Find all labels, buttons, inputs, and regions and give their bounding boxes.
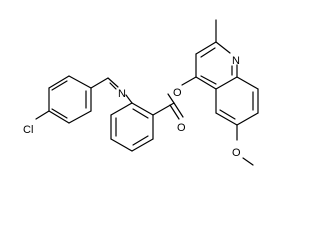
cl-bond [35, 110, 50, 120]
benzo-ring [215, 76, 259, 126]
carbonyl-oxygen-label: O [177, 122, 186, 134]
imine-linker [90, 77, 133, 104]
structure-diagram: Cl N O O N O [23, 19, 259, 166]
ester-oxygen-label: O [173, 87, 182, 99]
benzoate-ring [110, 102, 154, 152]
methoxy-group [236, 124, 254, 166]
imine-nitrogen-label: N [118, 88, 126, 100]
chlorophenyl-ring [48, 75, 92, 124]
methoxy-oxygen-label: O [232, 147, 241, 159]
pyridine-ring [181, 19, 238, 90]
ester-group [152, 93, 184, 120]
quinoline-nitrogen-label: N [232, 55, 240, 67]
chlorine-atom-label: Cl [23, 124, 33, 136]
